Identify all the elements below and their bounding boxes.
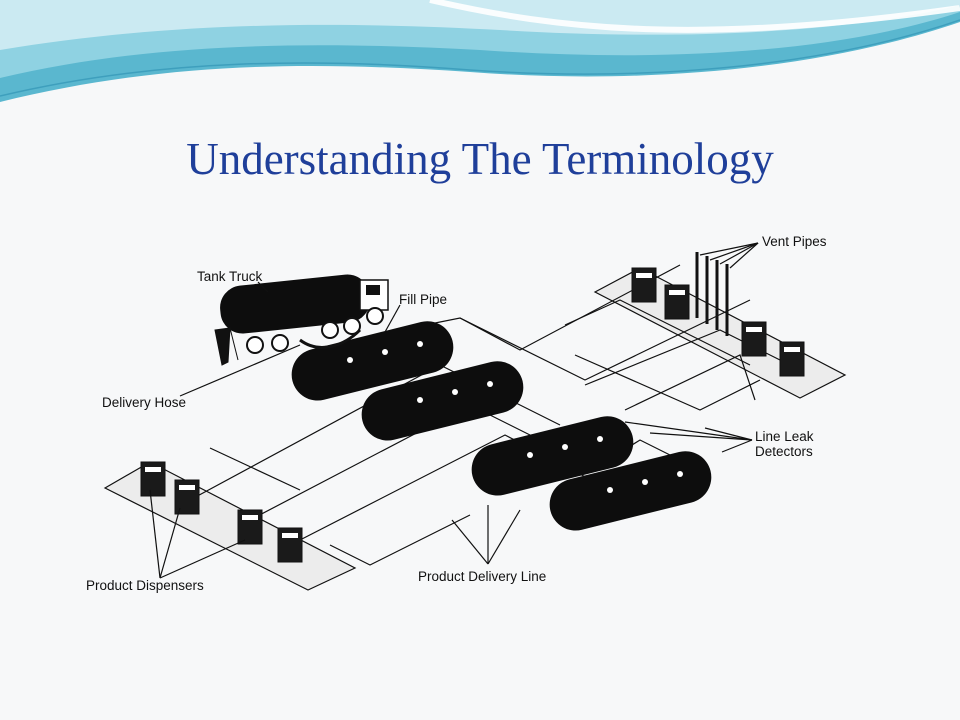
storage-tank-4 [549,451,712,531]
label-vent-pipes: Vent Pipes [762,234,827,249]
label-product-delivery-line: Product Delivery Line [418,569,546,584]
storage-tank-1 [291,321,454,401]
label-line-leak-detectors-2: Detectors [755,444,813,459]
label-fill-pipe: Fill Pipe [399,292,447,307]
slide-title: Understanding The Terminology [186,134,774,184]
label-tank-truck: Tank Truck [197,269,263,284]
header-wave [0,0,960,102]
underground-tanks [291,321,712,531]
label-delivery-hose: Delivery Hose [102,395,186,410]
storage-tank-3 [471,416,634,496]
leader-lines [149,242,759,579]
vent-pipes [695,252,729,336]
storage-tank-2 [361,361,524,441]
label-line-leak-detectors-1: Line Leak [755,429,814,444]
tank-truck [214,274,389,366]
label-product-dispensers: Product Dispensers [86,578,204,593]
